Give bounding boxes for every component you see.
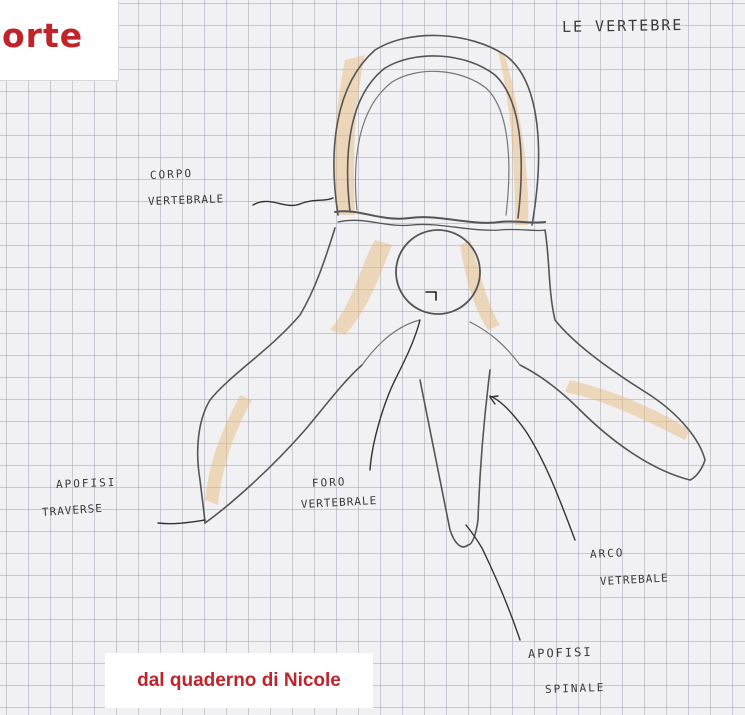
foro-pointer <box>369 319 421 471</box>
right-transverse-process-edge <box>519 364 691 481</box>
vertebral-body-inner-outline-2 <box>354 70 510 216</box>
arco-pointer-head <box>489 395 499 405</box>
body-arch-boundary <box>334 210 546 224</box>
credit-box: dal quaderno di Nicole <box>105 653 373 708</box>
spinous-process-right-edge <box>467 369 491 546</box>
title-fragment: orte <box>2 16 84 55</box>
body-arch-boundary-2 <box>337 219 546 232</box>
title-box: orte <box>0 0 119 81</box>
vertebral-body-inner-outline <box>346 55 523 219</box>
label-foro-line1: FORO <box>311 475 347 490</box>
left-transverse-process-edge <box>204 364 363 524</box>
arco-pointer <box>489 395 576 541</box>
corpo-pointer <box>252 197 334 207</box>
credit-caption: dal quaderno di Nicole <box>137 670 341 691</box>
label-apofisi-traverse-line1: APOFISI <box>55 475 117 491</box>
spinous-process-left-edge <box>419 379 469 548</box>
vertebral-body-outline <box>333 34 540 226</box>
foramen-mark <box>425 291 437 301</box>
label-apofisi-spinale-line1: APOFISI <box>527 644 593 661</box>
lamina-right <box>469 321 521 366</box>
left-arch-outline <box>196 227 336 524</box>
label-corpo-line1: CORPO <box>149 166 194 182</box>
apofisi-traverse-pointer <box>157 519 206 525</box>
label-apofisi-spinale-line2: SPINALE <box>544 680 606 696</box>
lamina-left <box>361 319 421 366</box>
apofisi-spinale-pointer <box>465 524 521 641</box>
orange-shading <box>205 52 690 505</box>
label-corpo-line2: VERTEBRALE <box>147 192 225 208</box>
sheet-title: LE VERTEBRE <box>561 15 684 36</box>
right-arch-outline <box>544 229 706 481</box>
label-arco-line1: ARCO <box>589 546 625 561</box>
vertebral-foramen-outline <box>395 229 481 315</box>
